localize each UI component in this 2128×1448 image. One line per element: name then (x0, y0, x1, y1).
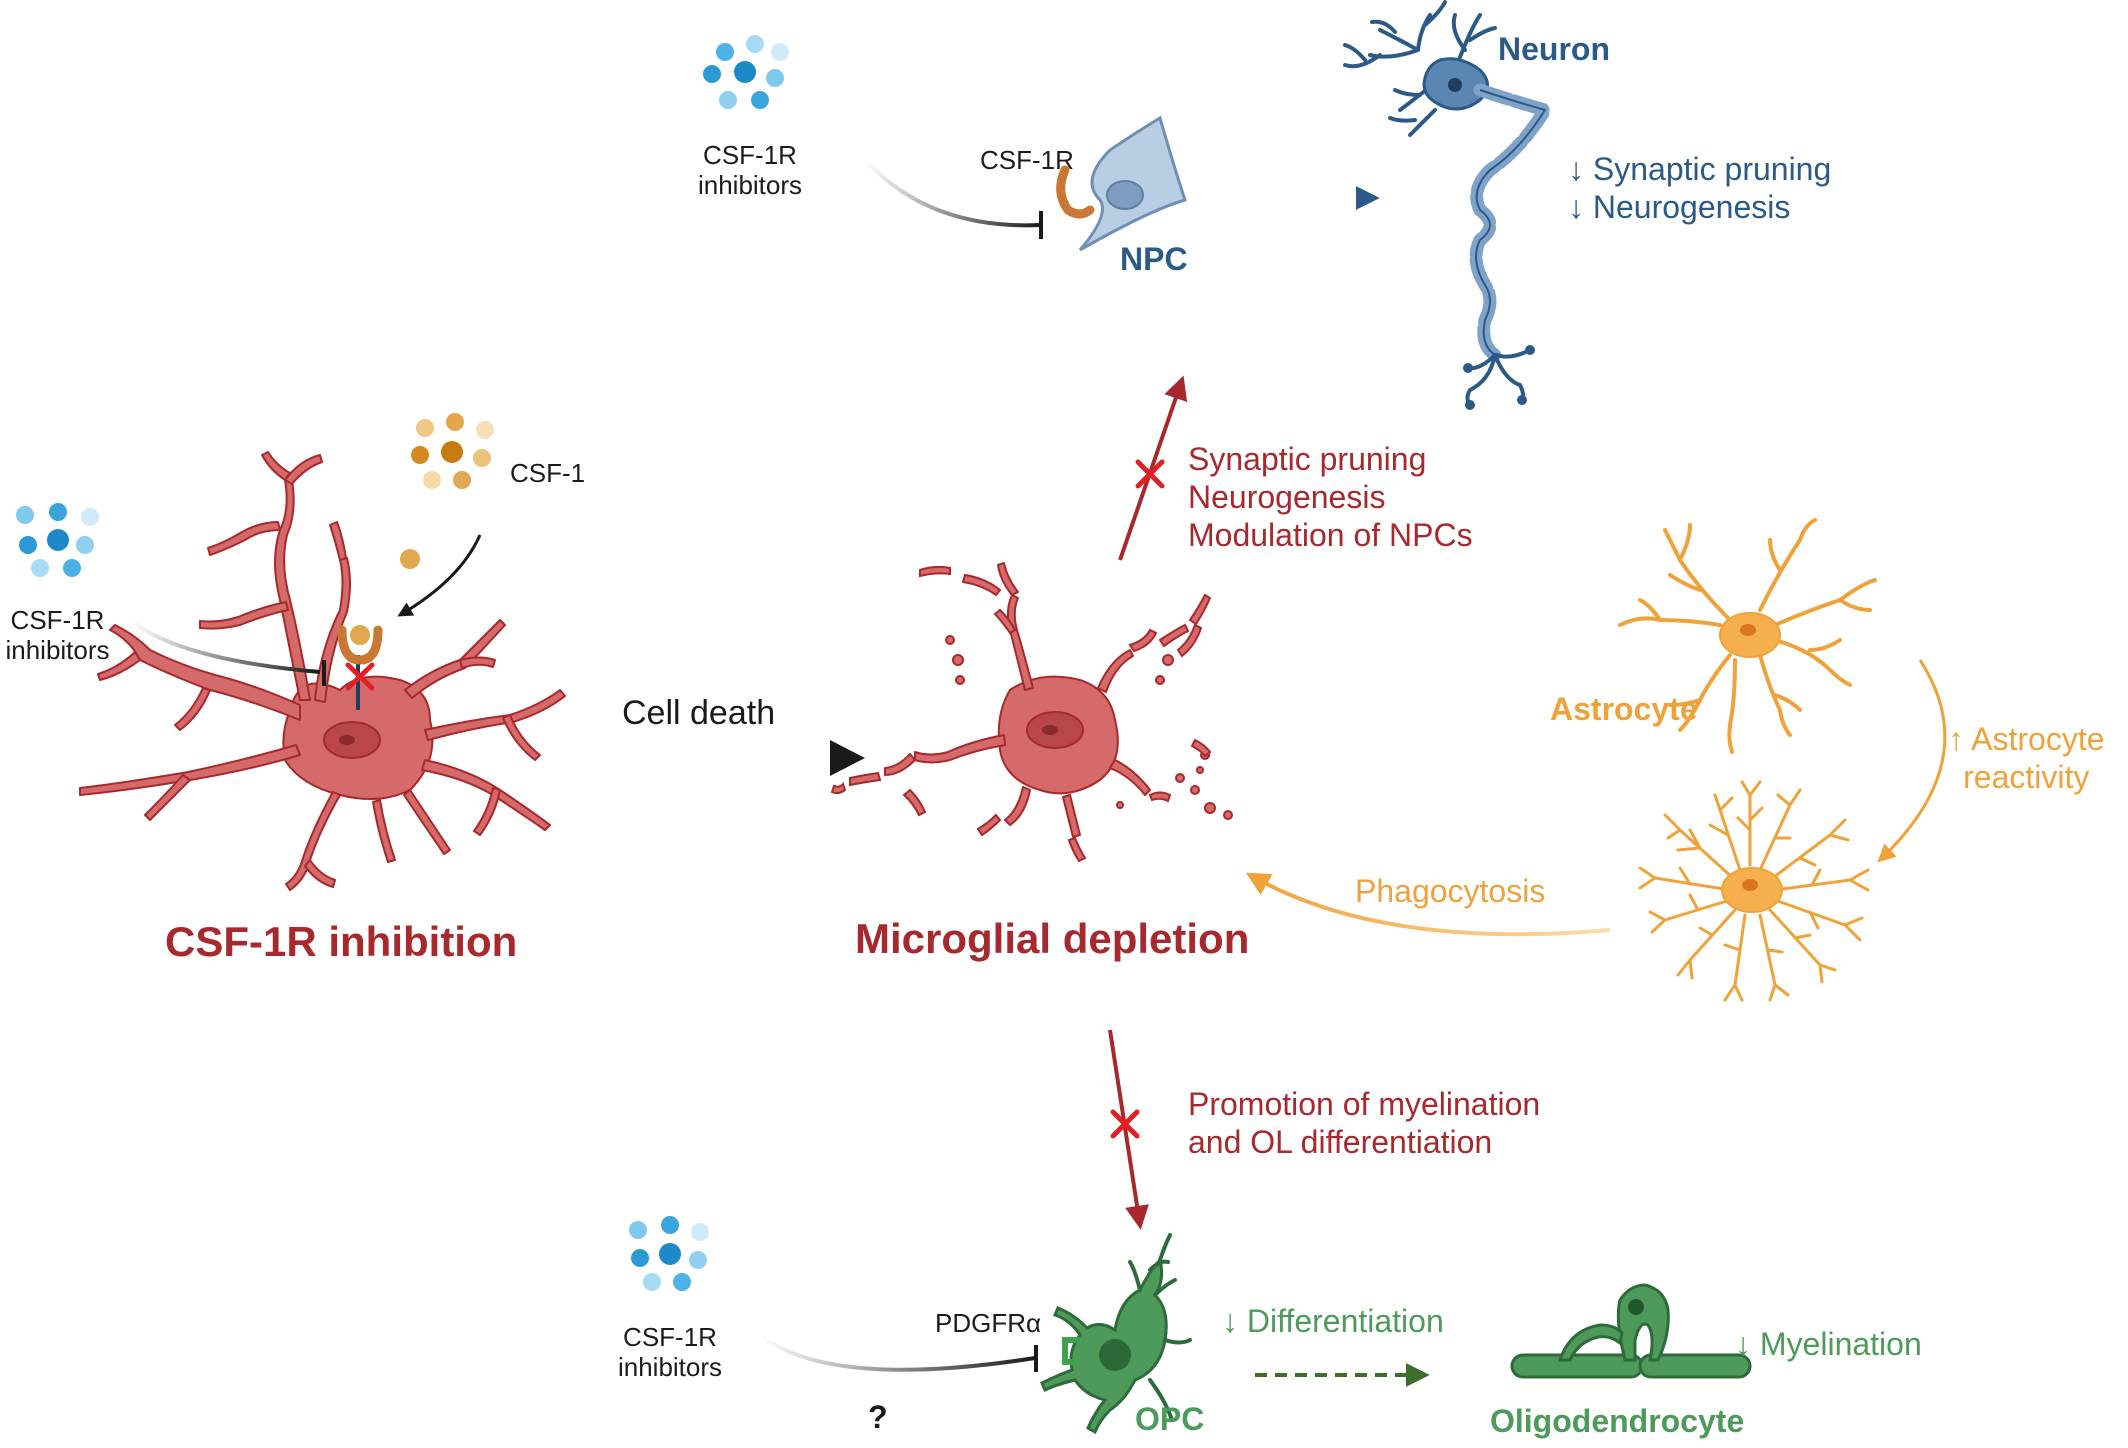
npc-cell (1056, 115, 1187, 252)
inhibitor-label-left-line2: inhibitors (5, 635, 110, 665)
function-modulation-npcs: Modulation of NPCs (1188, 517, 1473, 553)
csf1r-inhibition-title: CSF-1R inhibition (165, 918, 518, 965)
phagocytosis-arrow (1245, 872, 1611, 937)
pdgfra-label: PDGFRα (935, 1308, 1042, 1338)
csf1-molecules (411, 413, 494, 489)
function-ol-differentiation: and OL differentiation (1188, 1124, 1493, 1160)
down-functions: Promotion of myelination and OL differen… (1188, 1085, 1540, 1161)
microglia-fragmented (884, 562, 1151, 838)
npc-label: NPC (1120, 241, 1188, 277)
phagocytosis-label: Phagocytosis (1355, 873, 1546, 909)
cell-death-label: Cell death (622, 694, 776, 732)
neuron-effect-1: ↓ Synaptic pruning (1568, 151, 1832, 187)
blocked-x-down (1110, 1109, 1140, 1139)
opc-label: OPC (1135, 1401, 1205, 1437)
question-mark: ? (868, 1399, 888, 1435)
csf1r-label-top: CSF-1R (980, 145, 1074, 175)
free-csf1 (400, 549, 420, 569)
astrocyte-reactivity-arrow (1877, 659, 1947, 863)
reactivity-line2: reactivity (1963, 759, 2090, 795)
opc-cell (1040, 1233, 1192, 1435)
inhibitor-molecules-left (16, 503, 99, 577)
inhibitor-label-bottom-line1: CSF-1R (623, 1322, 717, 1352)
oligodendrocyte-label: Oligodendrocyte (1490, 1403, 1745, 1439)
microglial-depletion-title: Microglial depletion (855, 915, 1250, 962)
csf1-label: CSF-1 (510, 458, 586, 488)
blocked-x-left (345, 662, 375, 691)
neuron-effect-2: ↓ Neurogenesis (1568, 189, 1791, 225)
function-neurogenesis: Neurogenesis (1188, 479, 1386, 515)
oligodendrocyte-cell (1510, 1283, 1752, 1379)
astrocyte-resting (1618, 518, 1877, 754)
inhibitor-label-top-line1: CSF-1R (703, 140, 797, 170)
inhibitor-label-top-line2: inhibitors (697, 170, 803, 200)
neuron-effects: ↓ Synaptic pruning ↓ Neurogenesis (1568, 150, 1831, 226)
microglia-fragments (830, 565, 1233, 863)
inhibitor-molecules-top (703, 35, 789, 109)
inhibitor-label-bottom-line2: inhibitors (617, 1352, 723, 1382)
inhibition-line-npc (863, 158, 1041, 228)
inhibition-line-opc (758, 1333, 1036, 1372)
myelination-label: ↓ Myelination (1735, 1326, 1922, 1362)
astrocyte-reactivity-label: ↑ Astrocyte reactivity (1948, 720, 2105, 796)
inhibitor-label-left: CSF-1R inhibitors (0, 605, 115, 665)
inhibitor-label-left-line1: CSF-1R (10, 605, 105, 635)
up-functions: Synaptic pruning Neurogenesis Modulation… (1188, 440, 1473, 554)
neuron-cell (1343, 0, 1556, 410)
neuron-label: Neuron (1498, 31, 1610, 67)
csf1r-receptor-left (337, 625, 383, 665)
function-myelination: Promotion of myelination (1188, 1086, 1541, 1122)
inhibitor-label-bottom: CSF-1R inhibitors (600, 1322, 740, 1382)
inhibition-line-left (128, 618, 321, 674)
function-synaptic-pruning: Synaptic pruning (1188, 441, 1427, 477)
astrocyte-label: Astrocyte (1550, 691, 1698, 727)
differentiation-label: ↓ Differentiation (1222, 1303, 1444, 1339)
reactivity-line1: ↑ Astrocyte (1948, 721, 2105, 757)
astrocyte-reactive (1638, 780, 1870, 1002)
inhibitor-molecules-bottom (629, 1216, 709, 1291)
blocked-x-up (1135, 459, 1165, 489)
inhibitor-label-top: CSF-1R inhibitors (680, 140, 820, 200)
csf1-binding-arrow (397, 534, 482, 617)
